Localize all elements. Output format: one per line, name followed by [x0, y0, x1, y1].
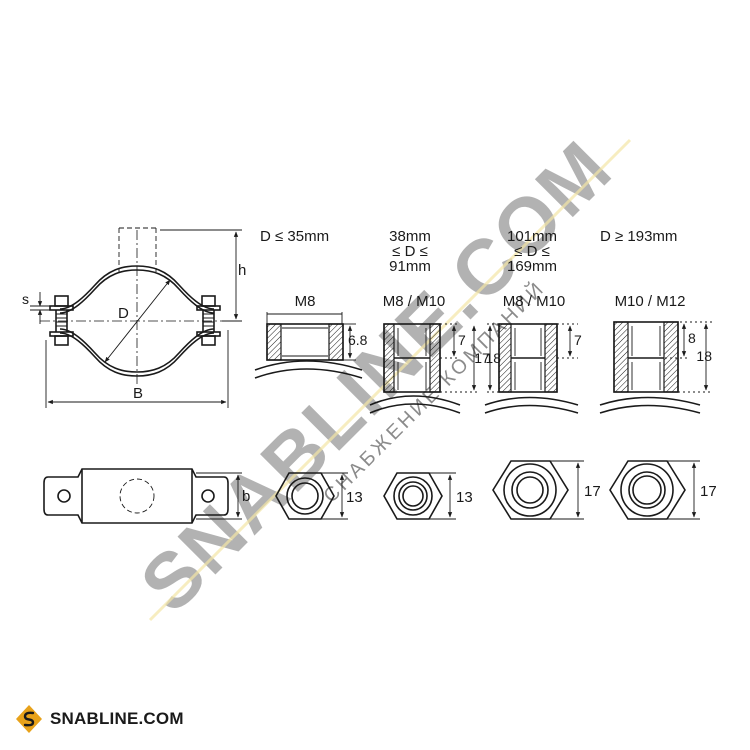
height-a-label: 8 — [688, 330, 696, 346]
range-label-line-2: ≤ D ≤ — [392, 243, 428, 260]
screw-label: s — [22, 291, 29, 307]
range-label-line-3: 91mm — [389, 258, 431, 275]
thread-label: M10 / M12 — [615, 293, 686, 310]
height-b-label: 18 — [696, 348, 712, 364]
hex-size-label: 17 — [584, 483, 601, 500]
hex-size-label: 13 — [346, 489, 363, 506]
column-1: D ≤ 35mm M8 6.8 13 — [254, 228, 368, 520]
column-2: 38mm ≤ D ≤ 91mm M8 / M10 7 17 13 — [369, 228, 490, 520]
range-label-line-2: ≤ D ≤ — [514, 243, 550, 260]
height-b-label: 17 — [474, 350, 490, 366]
height-label: h — [238, 262, 246, 279]
range-label-line-1: 38mm — [389, 228, 431, 245]
diameter-label: D — [118, 305, 129, 322]
hex-size-label: 17 — [700, 483, 717, 500]
brand-name: SNABLINE.COM — [50, 709, 184, 728]
range-label: D ≥ 193mm — [600, 228, 677, 245]
plate-label: b — [242, 488, 250, 505]
thread-label: M8 — [295, 293, 316, 310]
range-label: D ≤ 35mm — [260, 228, 329, 245]
column-4: D ≥ 193mm M10 / M12 8 18 17 — [599, 228, 717, 520]
brand-logo[interactable]: SNABLINE.COM — [14, 704, 184, 734]
height-b-label: 18 — [485, 350, 501, 366]
snabline-logo-icon — [16, 705, 42, 733]
watermark: SNABLINE.COM СНАБЖЕНИЕ КОМПАНИЙ — [123, 123, 628, 628]
range-label-line-1: 101mm — [507, 228, 557, 245]
thread-label: M8 / M10 — [503, 293, 566, 310]
height-a-label: 6.8 — [348, 332, 368, 348]
clamp-top-view: b — [43, 468, 250, 524]
width-label: B — [133, 385, 143, 402]
thread-label: M8 / M10 — [383, 293, 446, 310]
hex-size-label: 13 — [456, 489, 473, 506]
clamp-side-view: h D B s — [22, 227, 246, 408]
height-a-label: 7 — [574, 332, 582, 348]
height-a-label: 7 — [458, 332, 466, 348]
range-label-line-3: 169mm — [507, 258, 557, 275]
column-3: 101mm ≤ D ≤ 169mm M8 / M10 7 18 17 — [484, 228, 601, 520]
